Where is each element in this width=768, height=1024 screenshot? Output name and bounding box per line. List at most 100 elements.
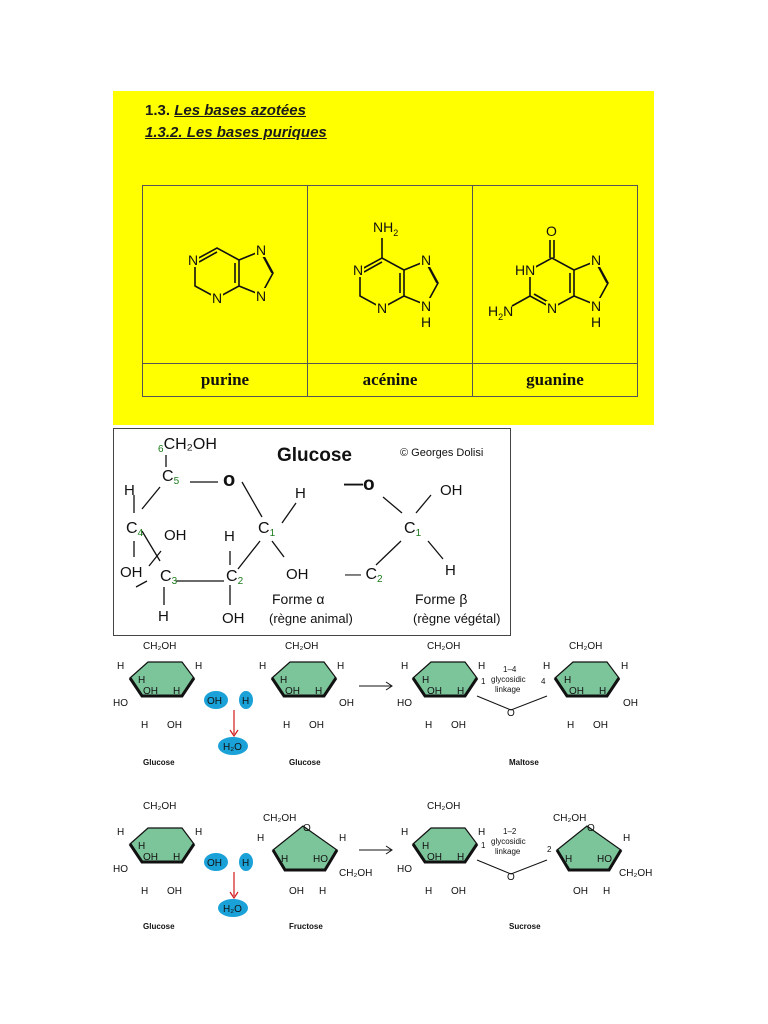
atom-n3: N: [212, 290, 222, 306]
svg-text:HO: HO: [597, 854, 612, 865]
svg-text:CH₂OH: CH₂OH: [143, 641, 176, 652]
svg-text:H: H: [603, 886, 610, 897]
svg-text:H: H: [173, 686, 180, 697]
svg-text:HO: HO: [113, 864, 128, 875]
oh-c1-alpha: OH: [286, 566, 309, 583]
svg-text:H: H: [117, 661, 124, 672]
molecule-name-adenine: acénine: [307, 363, 473, 397]
svg-text:H: H: [422, 841, 429, 852]
svg-text:O: O: [507, 872, 515, 883]
svg-text:H: H: [141, 720, 148, 731]
hydroxyl-highlight-2: [204, 853, 228, 871]
row1-maltose: CH₂OH H H H OH H HO H OH 1 O 1–4 glycosi…: [397, 641, 638, 731]
row1-glucose-a: CH₂OH H H H OH H HO H OH: [113, 641, 202, 731]
guanine-structure-diagram: O HN N H2N N N H: [488, 223, 609, 330]
glucose-title: Glucose: [277, 445, 352, 466]
label-glucose-2: Glucose: [289, 758, 321, 767]
svg-text:OH: OH: [143, 852, 158, 863]
svg-text:H: H: [315, 686, 322, 697]
atom-o6: O: [546, 223, 557, 239]
beta-ring-oxygen: —o: [344, 474, 375, 495]
svg-text:O: O: [303, 823, 311, 834]
beta-form-subtitle: (règne végétal): [413, 611, 500, 626]
atom-n9: N: [256, 288, 266, 304]
svg-text:1–2: 1–2: [503, 827, 517, 836]
atom-n7: N: [256, 242, 266, 258]
ring-oxygen: o: [223, 469, 235, 491]
subheading-title: 1.3.2. Les bases puriques: [145, 124, 327, 141]
leaving-oh-2: OH: [207, 858, 222, 869]
leaving-oh: OH: [207, 696, 222, 707]
oh-c4: OH: [120, 564, 143, 581]
atom-h9: H: [591, 314, 601, 330]
alpha-form-label: Forme α: [272, 591, 324, 607]
h-c3-bottom: H: [158, 608, 169, 625]
beta-form-label: Forme β: [415, 591, 467, 607]
svg-text:CH₂OH: CH₂OH: [427, 641, 460, 652]
carbon-c3: C3: [160, 568, 178, 587]
svg-text:H: H: [478, 661, 485, 672]
svg-text:OH: OH: [427, 686, 442, 697]
svg-text:H: H: [478, 827, 485, 838]
section-heading-1-3: 1.3. Les bases azotées: [145, 102, 306, 119]
water-molecule-2: [218, 899, 248, 917]
glucose-structure-box: 6CH₂OH C5 o Glucose © Georges Dolisi H C…: [113, 428, 511, 636]
svg-text:CH₂OH: CH₂OH: [339, 868, 372, 879]
carbon-c1-beta: C1: [404, 520, 422, 539]
svg-text:OH: OH: [289, 886, 304, 897]
svg-text:H: H: [339, 833, 346, 844]
hydroxyl-highlight: [204, 691, 228, 709]
disaccharide-formation-diagram: CH₂OH H H H OH H HO H OH OH H H₂O CH₂OH …: [105, 636, 665, 936]
atom-n7: N: [421, 252, 431, 268]
atom-n3: N: [377, 300, 387, 316]
atom-hn1: HN: [515, 262, 535, 278]
svg-text:1–4: 1–4: [503, 665, 517, 674]
svg-text:OH: OH: [309, 720, 324, 731]
svg-text:OH: OH: [623, 698, 638, 709]
svg-text:H: H: [257, 833, 264, 844]
atom-n1: N: [353, 262, 363, 278]
svg-text:1: 1: [481, 677, 486, 686]
hydrogen-highlight: [239, 691, 253, 709]
svg-text:CH₂OH: CH₂OH: [143, 801, 176, 812]
label-sucrose: Sucrose: [509, 922, 541, 931]
svg-text:HO: HO: [113, 698, 128, 709]
svg-text:H: H: [173, 852, 180, 863]
h-c1-beta: H: [445, 562, 456, 579]
atom-h9: H: [421, 314, 431, 330]
row2-glucose: CH₂OH H H H OH H HO H OH: [113, 801, 202, 897]
svg-text:HO: HO: [397, 864, 412, 875]
svg-text:H: H: [565, 854, 572, 865]
svg-text:H: H: [138, 675, 145, 686]
svg-text:OH: OH: [593, 720, 608, 731]
svg-text:H: H: [283, 720, 290, 731]
svg-text:glycosidic: glycosidic: [491, 837, 526, 846]
svg-text:linkage: linkage: [495, 685, 521, 694]
carbon-c1-alpha: C1: [258, 520, 276, 539]
svg-text:CH₂OH: CH₂OH: [553, 813, 586, 824]
svg-text:H: H: [117, 827, 124, 838]
svg-text:OH: OH: [451, 720, 466, 731]
svg-text:H: H: [621, 661, 628, 672]
beta-carbon-c2: — C2: [345, 566, 383, 585]
ch2oh-group: 6CH₂OH: [158, 436, 217, 455]
carbon-c5: C5: [162, 468, 180, 487]
svg-text:HO: HO: [313, 854, 328, 865]
svg-text:H: H: [281, 854, 288, 865]
svg-text:HO: HO: [397, 698, 412, 709]
adenine-structure-diagram: NH2 N N N N H: [352, 219, 439, 330]
svg-text:linkage: linkage: [495, 847, 521, 856]
water-label-2: H₂O: [223, 904, 242, 915]
amino-group-label: H2N: [488, 303, 513, 322]
svg-text:OH: OH: [167, 886, 182, 897]
heading-number: 1.3.: [145, 102, 171, 119]
section-heading-1-3-2: 1.3.2. Les bases puriques: [145, 124, 327, 141]
svg-text:H: H: [457, 852, 464, 863]
copyright-label: © Georges Dolisi: [400, 447, 483, 459]
svg-text:H: H: [319, 886, 326, 897]
svg-text:1: 1: [481, 841, 486, 850]
hydrogen-highlight-2: [239, 853, 253, 871]
h-c1-alpha: H: [295, 485, 306, 502]
leaving-h: H: [242, 696, 249, 707]
h-c4-top: H: [124, 482, 135, 499]
